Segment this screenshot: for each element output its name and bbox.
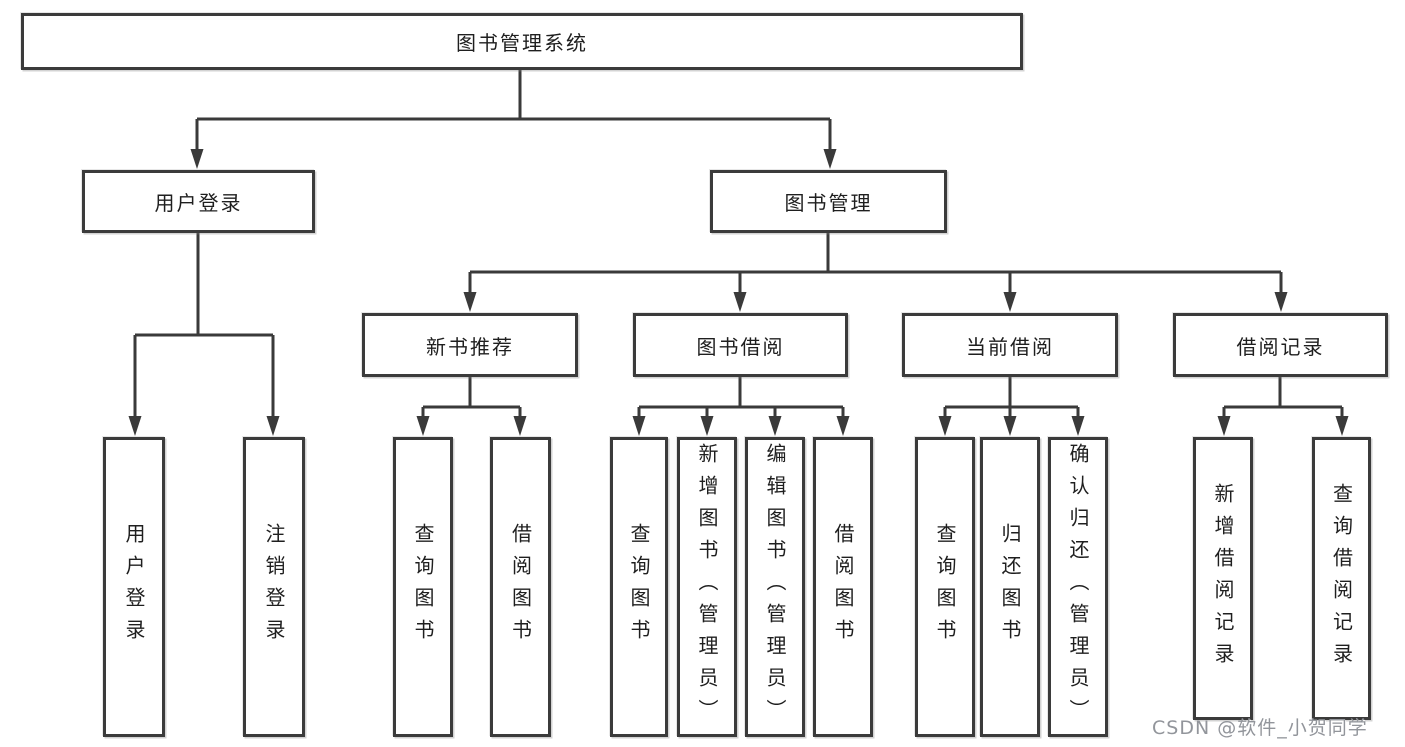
node-library-management-system: 图书管理系统 bbox=[21, 13, 1023, 70]
leaf-cb-confirm-return-admin: 确认归还（管理员） bbox=[1048, 437, 1108, 737]
leaf-cb-return-books: 归还图书 bbox=[980, 437, 1040, 737]
node-label: 归还图书 bbox=[998, 523, 1022, 651]
node-label: 图书借阅 bbox=[696, 334, 785, 359]
leaf-bb-add-books-admin: 新增图书（管理员） bbox=[677, 437, 737, 737]
connector-book-borrowing-to-leaves bbox=[632, 377, 850, 436]
node-book-management: 图书管理 bbox=[710, 170, 947, 233]
leaf-cb-query-books: 查询图书 bbox=[915, 437, 975, 737]
connector-user-login-to-leaves bbox=[128, 233, 280, 436]
node-label: 查询图书 bbox=[627, 523, 651, 651]
node-book-borrowing: 图书借阅 bbox=[633, 313, 848, 377]
connector-root-to-level2 bbox=[190, 69, 837, 169]
node-label: 查询借阅记录 bbox=[1329, 482, 1354, 675]
leaf-br-query-record: 查询借阅记录 bbox=[1312, 437, 1371, 720]
node-label: 确认归还（管理员） bbox=[1066, 443, 1090, 731]
node-label: 借阅图书 bbox=[508, 523, 533, 651]
leaf-nbr-query-books: 查询图书 bbox=[393, 437, 453, 737]
leaf-bb-query-books: 查询图书 bbox=[610, 437, 668, 737]
node-label: 当前借阅 bbox=[966, 334, 1054, 359]
node-user-login: 用户登录 bbox=[82, 170, 315, 233]
node-label: 借阅图书 bbox=[831, 523, 855, 651]
leaf-bb-edit-books-admin: 编辑图书（管理员） bbox=[745, 437, 805, 737]
node-new-book-recommendation: 新书推荐 bbox=[362, 313, 578, 377]
node-label: 查询图书 bbox=[933, 523, 957, 651]
node-label: 新增图书（管理员） bbox=[695, 443, 719, 731]
node-label: 编辑图书（管理员） bbox=[763, 443, 787, 731]
node-label: 用户登录 bbox=[154, 191, 243, 215]
connector-borrowing-records-to-leaves bbox=[1217, 377, 1349, 436]
connector-current-borrowing-to-leaves bbox=[938, 377, 1085, 436]
connector-book-management-to-level3 bbox=[463, 233, 1288, 312]
leaf-br-add-record: 新增借阅记录 bbox=[1193, 437, 1253, 720]
leaf-nbr-borrow-books: 借阅图书 bbox=[490, 437, 551, 737]
connector-new-book-recommendation-to-leaves bbox=[416, 377, 527, 436]
node-label: 查询图书 bbox=[411, 523, 435, 651]
watermark: CSDN @软件_小贺同学 bbox=[1152, 717, 1368, 739]
node-label: 新书推荐 bbox=[426, 334, 514, 359]
node-label: 注销登录 bbox=[262, 523, 286, 651]
node-label: 图书管理 bbox=[784, 191, 873, 215]
leaf-logout-login: 注销登录 bbox=[243, 437, 305, 737]
node-current-borrowing: 当前借阅 bbox=[902, 313, 1118, 377]
leaf-user-login: 用户登录 bbox=[103, 437, 165, 737]
node-label: 借阅记录 bbox=[1236, 334, 1325, 359]
node-label: 新增借阅记录 bbox=[1211, 482, 1235, 675]
node-label: 图书管理系统 bbox=[456, 31, 588, 55]
node-label: 用户登录 bbox=[122, 523, 146, 651]
node-borrowing-records: 借阅记录 bbox=[1173, 313, 1388, 377]
leaf-bb-borrow-books: 借阅图书 bbox=[813, 437, 873, 737]
